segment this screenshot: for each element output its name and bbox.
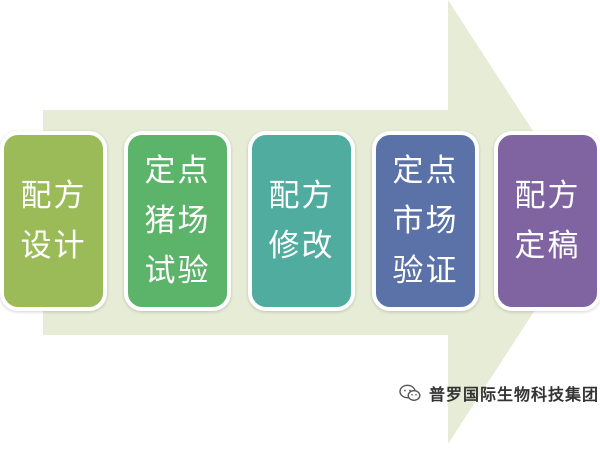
step-formula-finalization: 配方定稿 — [494, 131, 600, 311]
step-pig-farm-trial: 定点猪场试验 — [124, 131, 231, 311]
watermark-text: 普罗国际生物科技集团 — [429, 385, 600, 404]
wechat-icon — [399, 384, 421, 402]
step-label: 配方设计 — [20, 178, 87, 264]
step-label: 配方定稿 — [514, 178, 581, 264]
step-formula-revision: 配方修改 — [248, 131, 355, 311]
step-label: 配方修改 — [268, 178, 335, 264]
step-formula-design: 配方设计 — [0, 131, 107, 311]
step-label: 定点市场验证 — [392, 153, 459, 289]
step-market-validation: 定点市场验证 — [372, 131, 479, 311]
step-label: 定点猪场试验 — [144, 153, 211, 289]
watermark: 普罗国际生物科技集团 — [399, 378, 599, 408]
